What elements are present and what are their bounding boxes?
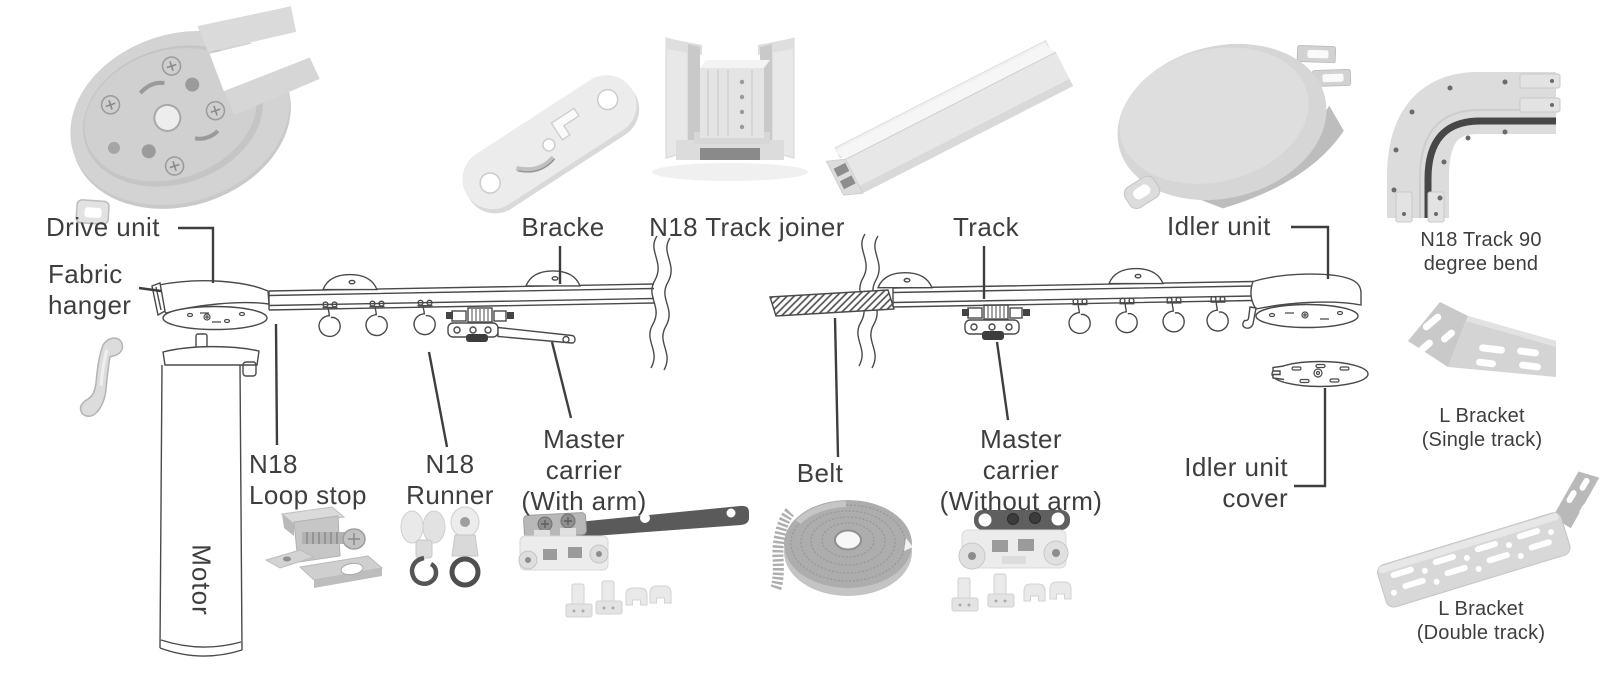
l-bracket-single-caption: L Bracket (Single track): [1392, 404, 1572, 452]
left-assembly-drawing: [151, 235, 672, 371]
idler-cover-pointer: [1294, 388, 1327, 488]
track-label: Track: [952, 212, 1020, 242]
label-line: Loop stop: [249, 480, 367, 510]
label-line: Runner: [406, 480, 494, 510]
label-line: N18: [249, 449, 298, 479]
track-photo: [825, 39, 1074, 196]
track-bend-photo: [1387, 72, 1561, 223]
idler-unit-label: Idler unit: [1167, 211, 1271, 241]
belt-photo: [769, 500, 913, 596]
bracket-label: Bracke: [521, 212, 605, 242]
master-carrier-without-arm-photo: [951, 510, 1072, 612]
master-carrier-arm-pointer: [550, 341, 573, 419]
label-line: (Without arm): [939, 486, 1103, 516]
master-carrier-noarm-label: Master carrier (Without arm): [928, 424, 1114, 517]
idler-unit-photo: [1117, 43, 1352, 209]
fabric-hanger-label: Fabric hanger: [48, 259, 131, 321]
label-line: Idler unit: [1184, 452, 1288, 482]
track-joiner-photo: [652, 37, 808, 181]
label-line: Fabric: [48, 259, 123, 289]
label-line: N18: [425, 449, 475, 479]
idler-cover-drawing: [1271, 360, 1369, 388]
master-carrier-with-arm-photo: [518, 505, 749, 618]
track-bend-caption: N18 Track 90 degree bend: [1390, 228, 1572, 276]
motor-drawing: [159, 333, 260, 657]
belt-pointer: [833, 317, 840, 458]
label-line: cover: [1222, 483, 1288, 513]
track-joiner-label: N18 Track joiner: [649, 212, 845, 242]
label-line: Master: [543, 424, 625, 454]
fabric-hanger-photo: [79, 337, 124, 417]
label-line: Master: [980, 424, 1062, 454]
drive-unit-pointer: [178, 226, 215, 283]
l-bracket-single-photo: [1408, 302, 1556, 377]
label-line: L Bracket: [1438, 598, 1524, 620]
belt-label: Belt: [796, 458, 844, 488]
loop-stop-pointer: [274, 323, 279, 446]
l-bracket-double-photo: [1377, 471, 1600, 608]
drive-unit-photo: [70, 6, 320, 226]
label-line: carrier: [545, 455, 623, 485]
fabric-hanger-pointer: [138, 286, 162, 293]
label-line: hanger: [48, 290, 132, 320]
bracket-photo: [462, 75, 640, 214]
loop-stop-photo: [264, 506, 384, 588]
label-line: degree bend: [1423, 253, 1539, 275]
label-line: (With arm): [521, 486, 647, 516]
loop-stop-label: N18 Loop stop: [249, 449, 367, 511]
runner-pointer: [427, 351, 449, 448]
idler-unit-pointer: [1291, 225, 1330, 279]
master-carrier-arm-label: Master carrier (With arm): [509, 424, 659, 517]
motor-label: Motor: [186, 544, 217, 616]
runner-label: N18 Runner: [402, 449, 498, 511]
pointer-lines: [138, 225, 1330, 488]
right-assembly-drawing: [769, 233, 1362, 369]
master-carrier-noarm-pointer: [995, 341, 1010, 421]
label-line: carrier: [982, 455, 1060, 485]
label-line: (Double track): [1416, 622, 1546, 644]
label-line: L Bracket: [1439, 405, 1525, 427]
runner-photo: [400, 506, 481, 588]
l-bracket-double-caption: L Bracket (Double track): [1390, 597, 1572, 645]
label-line: (Single track): [1421, 429, 1543, 451]
idler-cover-label: Idler unit cover: [1150, 452, 1288, 514]
drive-unit-label: Drive unit: [46, 212, 160, 242]
label-line: N18 Track 90: [1420, 229, 1542, 251]
